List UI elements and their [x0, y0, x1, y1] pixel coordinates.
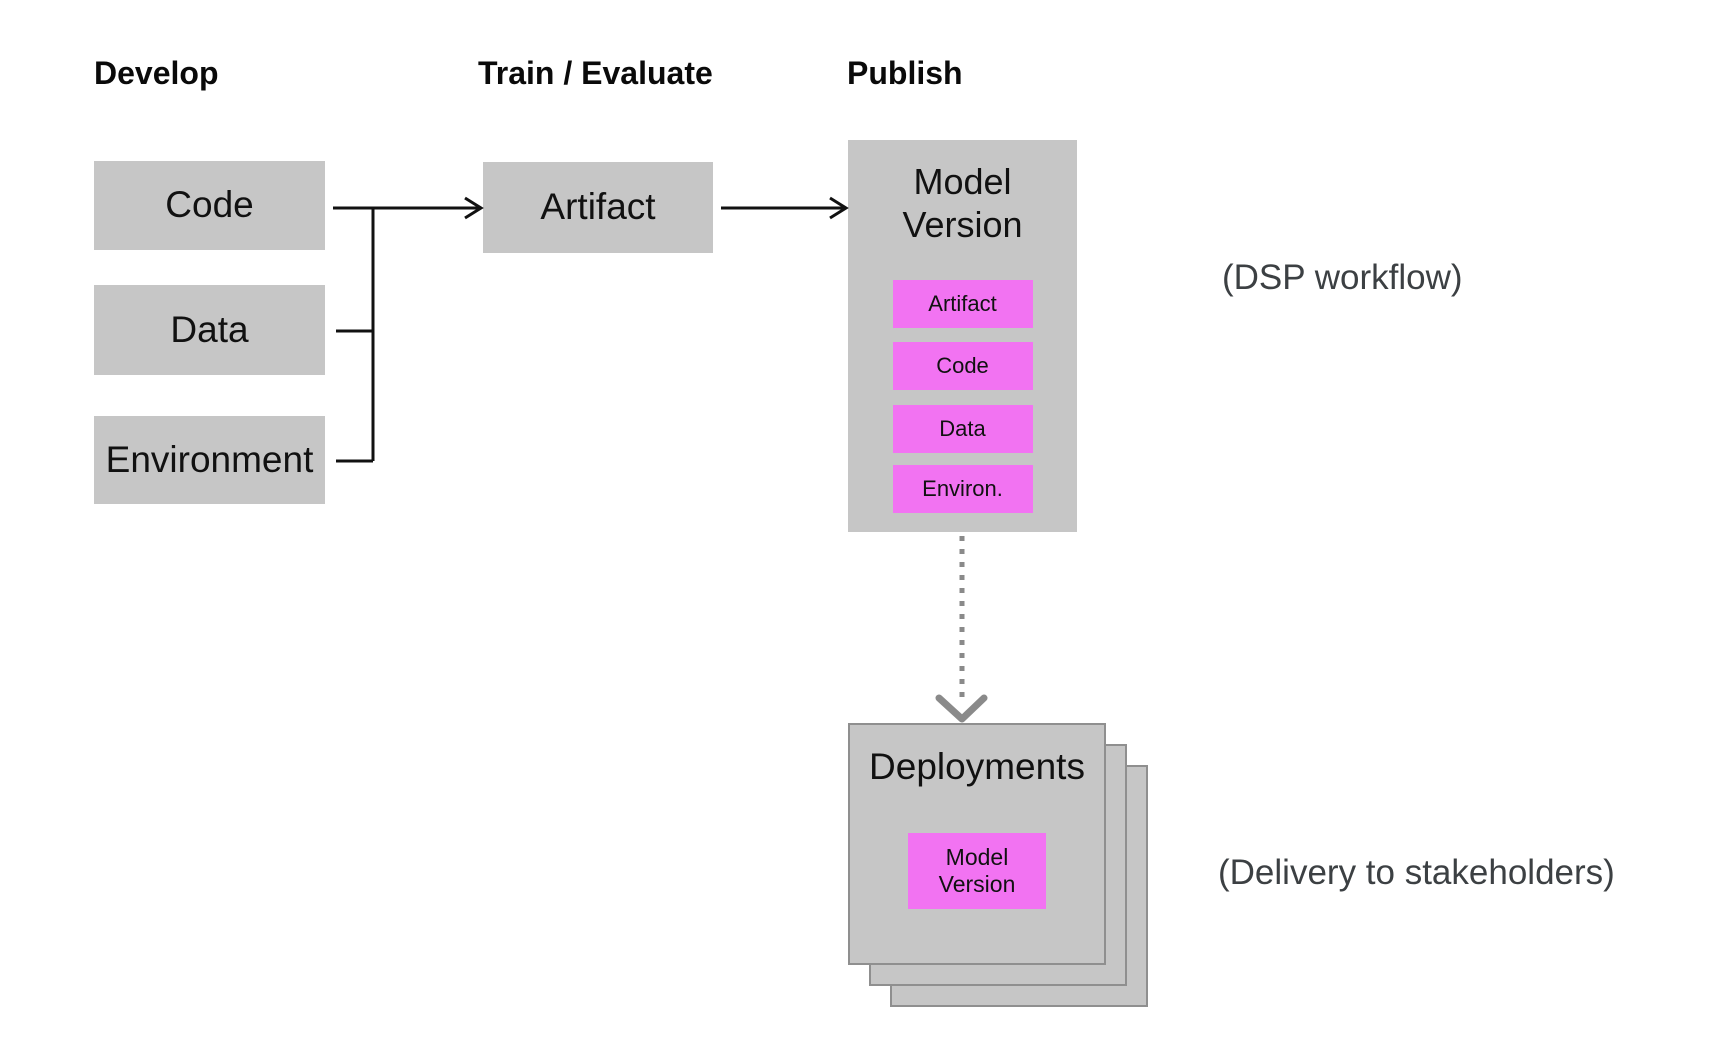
arrowhead-icon — [464, 196, 484, 220]
model-version-title: Model Version — [902, 161, 1023, 246]
chip-code-label: Code — [936, 353, 989, 378]
box-artifact-label: Artifact — [540, 186, 656, 228]
column-header-develop: Develop — [94, 55, 219, 91]
chip-data-label: Data — [939, 416, 986, 441]
box-environment: Environment — [94, 416, 325, 504]
chip-code: Code — [892, 342, 1033, 390]
chip-artifact: Artifact — [892, 280, 1033, 328]
chip-environment-label: Environ. — [922, 476, 1003, 501]
box-data: Data — [94, 285, 325, 375]
box-artifact: Artifact — [483, 162, 713, 253]
box-data-label: Data — [170, 308, 249, 350]
box-code: Code — [94, 161, 325, 250]
deployments-title: Deployments — [869, 746, 1085, 787]
chip-artifact-label: Artifact — [928, 291, 997, 316]
column-header-train-evaluate: Train / Evaluate — [478, 55, 713, 91]
chevron-arrowhead-icon — [935, 694, 988, 723]
column-header-publish: Publish — [847, 55, 963, 91]
chip-model-version-label: Model Version — [938, 843, 1016, 897]
box-environment-label: Environment — [105, 438, 314, 480]
arrowhead-icon — [829, 196, 849, 220]
box-deployments: Deployments Model Version — [848, 723, 1106, 965]
chip-model-version: Model Version — [908, 833, 1046, 909]
annotation-dsp-workflow: (DSP workflow) — [1222, 258, 1463, 297]
box-model-version: Model Version Artifact Code Data Environ… — [848, 140, 1077, 532]
chip-data: Data — [892, 405, 1033, 453]
annotation-delivery: (Delivery to stakeholders) — [1218, 853, 1615, 892]
box-code-label: Code — [165, 184, 254, 226]
chip-environment: Environ. — [892, 465, 1033, 513]
